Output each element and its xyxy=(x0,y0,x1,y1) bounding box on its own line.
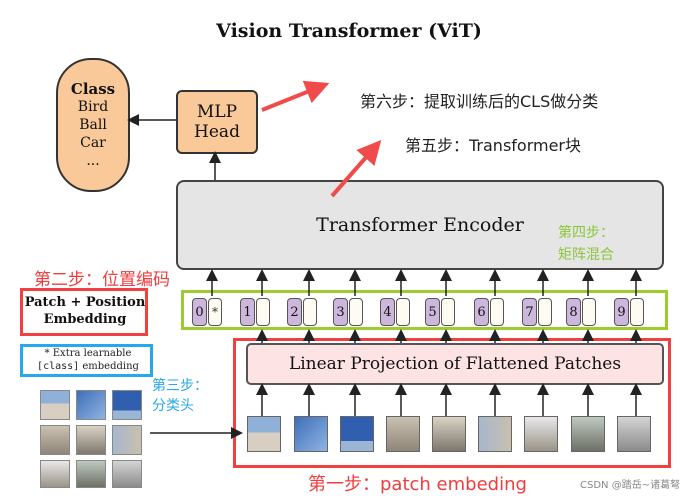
step1-annotation: 第一步：patch embeding xyxy=(308,474,527,495)
class-token-code: [class] xyxy=(37,361,80,372)
step2-annotation: 第二步：位置编码 xyxy=(34,270,170,290)
token-embedding xyxy=(256,298,270,326)
image-patch xyxy=(247,416,281,452)
token-index: 0 xyxy=(192,298,207,326)
token-embedding xyxy=(630,298,644,326)
step3-line2: 分类头 xyxy=(152,398,194,414)
step4-line2: 矩阵混合 xyxy=(558,247,614,263)
token-embedding xyxy=(303,298,317,326)
extra-learnable-line2-rest: embedding xyxy=(79,361,139,372)
class-item: ... xyxy=(86,153,100,169)
token-0: 0 * xyxy=(192,298,222,326)
transformer-encoder-label: Transformer Encoder xyxy=(316,214,524,236)
image-patch xyxy=(571,416,605,452)
patch-position-embedding-label: Patch + Position Embedding xyxy=(24,294,146,328)
step3-line1: 第三步： xyxy=(152,378,208,394)
token-index: 6 xyxy=(474,298,489,326)
input-image-patch xyxy=(112,425,142,455)
token-embedding xyxy=(490,298,504,326)
class-item: Car xyxy=(80,135,106,151)
image-patch xyxy=(478,416,512,452)
token-embedding xyxy=(582,298,596,326)
step6-annotation: 第六步：提取训练后的CLS做分类 xyxy=(360,92,599,111)
class-title: Class xyxy=(70,80,116,98)
watermark-text: CSDN @踏岳~诸葛弩 xyxy=(580,480,681,491)
step6-pointer-arrow xyxy=(261,80,330,112)
patch-position-line1: Patch + Position xyxy=(24,295,146,310)
token-embedding xyxy=(349,298,363,326)
input-image-patch xyxy=(40,460,70,488)
token-9: 9 xyxy=(614,298,644,326)
transformer-encoder-box: Transformer Encoder xyxy=(176,180,664,270)
image-patch xyxy=(617,416,651,452)
matrix-mixing-frame xyxy=(181,290,668,330)
token-index: 5 xyxy=(425,298,440,326)
token-5: 5 xyxy=(425,298,455,326)
linear-projection-box: Linear Projection of Flattened Patches xyxy=(246,343,664,385)
token-2: 2 xyxy=(287,298,317,326)
token-index: 7 xyxy=(522,298,537,326)
image-patch xyxy=(340,416,374,452)
step3-annotation: 第三步： 分类头 xyxy=(152,376,208,416)
patch-position-line2: Embedding xyxy=(43,312,127,327)
token-4: 4 xyxy=(380,298,410,326)
extra-learnable-line2: [class] embedding xyxy=(24,360,152,373)
linear-projection-label: Linear Projection of Flattened Patches xyxy=(288,354,622,374)
input-image-patch xyxy=(40,390,70,420)
token-6: 6 xyxy=(474,298,504,326)
class-token-frame xyxy=(20,344,153,377)
image-patch xyxy=(294,416,328,452)
diagram-title: Vision Transformer (ViT) xyxy=(216,20,482,42)
input-image-patch xyxy=(40,425,70,455)
token-index: 2 xyxy=(287,298,302,326)
extra-learnable-label: * Extra learnable [class] embedding xyxy=(24,347,152,373)
token-embedding xyxy=(538,298,552,326)
input-image-patch xyxy=(112,390,142,420)
step5-annotation: 第五步：Transformer块 xyxy=(405,136,582,155)
token-index: 1 xyxy=(240,298,255,326)
token-embedding: * xyxy=(208,298,222,326)
image-patch xyxy=(524,416,558,452)
step4-annotation: 第四步： 矩阵混合 xyxy=(558,222,614,266)
token-index: 3 xyxy=(333,298,348,326)
class-item: Ball xyxy=(79,117,107,133)
extra-learnable-line1: * Extra learnable xyxy=(44,348,132,359)
token-3: 3 xyxy=(333,298,363,326)
class-item: Bird xyxy=(77,99,109,115)
token-1: 1 xyxy=(240,298,270,326)
input-image-patch xyxy=(76,425,106,455)
step4-line1: 第四步： xyxy=(558,225,614,241)
token-index: 8 xyxy=(566,298,581,326)
step5-pointer-arrow xyxy=(330,139,382,198)
input-image-patch xyxy=(112,460,142,488)
token-8: 8 xyxy=(566,298,596,326)
image-patch xyxy=(432,416,466,452)
patch-embedding-frame xyxy=(233,338,671,468)
token-index: 4 xyxy=(380,298,395,326)
input-image-patch xyxy=(76,390,106,420)
position-encoding-frame xyxy=(20,288,148,336)
image-patch xyxy=(386,416,420,452)
token-embedding xyxy=(441,298,455,326)
input-image-patch xyxy=(76,460,106,488)
mlp-head-line1: MLP xyxy=(196,102,238,122)
token-index: 9 xyxy=(614,298,629,326)
token-7: 7 xyxy=(522,298,552,326)
mlp-head-line2: Head xyxy=(194,122,240,142)
token-embedding xyxy=(396,298,410,326)
